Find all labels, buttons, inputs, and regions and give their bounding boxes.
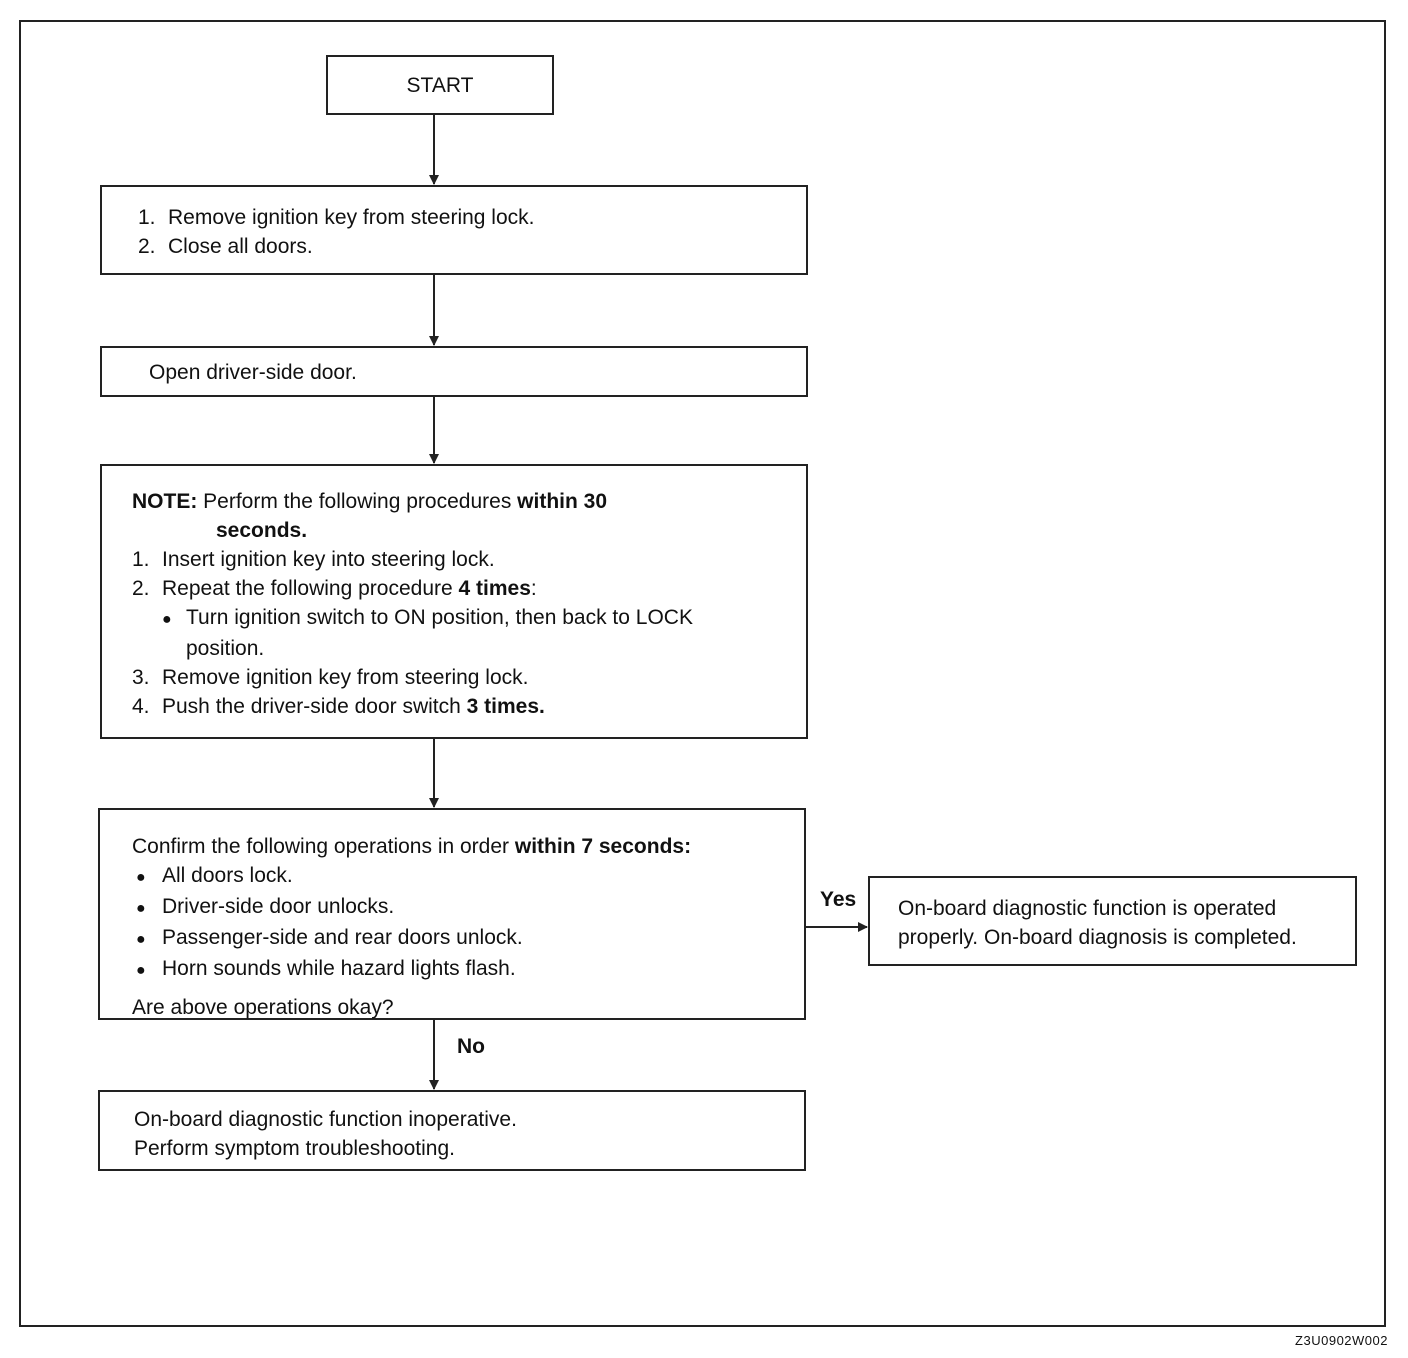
yes-result-line-1: On-board diagnostic function is operated: [898, 897, 1277, 920]
step1-item-2: 2.Close all doors.: [138, 235, 313, 258]
step4-bullet-2: ●Driver-side door unlocks.: [132, 892, 804, 923]
diagram-frame: [19, 20, 1386, 1327]
no-result-box: On-board diagnostic function inoperative…: [98, 1090, 806, 1171]
step3-bullet: ●Turn ignition switch to ON position, th…: [132, 603, 806, 634]
step1-item-1: 1.Remove ignition key from steering lock…: [138, 206, 535, 229]
figure-code: Z3U0902W002: [1295, 1333, 1388, 1348]
step4-box: Confirm the following operations in orde…: [98, 808, 806, 1020]
bullet-icon: ●: [136, 869, 146, 886]
step2-text: Open driver-side door.: [149, 361, 357, 384]
step2-box: Open driver-side door.: [100, 346, 808, 397]
step3-item-4: 4.Push the driver-side door switch 3 tim…: [132, 695, 545, 718]
no-result-line-2: Perform symptom troubleshooting.: [134, 1137, 455, 1160]
no-label: No: [457, 1035, 485, 1058]
step3-bullet-cont: position.: [186, 637, 265, 660]
step4-bullet-4: ●Horn sounds while hazard lights flash.: [132, 954, 804, 985]
bullet-icon: ●: [136, 900, 146, 917]
yes-result-line-2: properly. On-board diagnosis is complete…: [898, 926, 1297, 949]
step4-lead: Confirm the following operations in orde…: [132, 835, 692, 858]
bullet-icon: ●: [162, 611, 172, 628]
bullet-icon: ●: [136, 962, 146, 979]
yes-result-box: On-board diagnostic function is operated…: [868, 876, 1357, 966]
step3-box: NOTE: Perform the following procedures w…: [100, 464, 808, 739]
note-line-2: seconds.: [216, 519, 308, 542]
no-result-line-1: On-board diagnostic function inoperative…: [134, 1108, 517, 1131]
yes-label: Yes: [820, 888, 857, 911]
step4-bullet-1: ●All doors lock.: [132, 861, 804, 892]
start-box: START: [326, 55, 554, 115]
step3-item-2: 2.Repeat the following procedure 4 times…: [132, 577, 537, 600]
step1-box: 1.Remove ignition key from steering lock…: [100, 185, 808, 275]
step3-item-1: 1.Insert ignition key into steering lock…: [132, 548, 495, 571]
bullet-icon: ●: [136, 931, 146, 948]
step4-question: Are above operations okay?: [132, 996, 394, 1019]
step3-item-3: 3.Remove ignition key from steering lock…: [132, 666, 529, 689]
note-line: NOTE: Perform the following procedures w…: [132, 490, 608, 513]
step4-bullet-3: ●Passenger-side and rear doors unlock.: [132, 923, 804, 954]
start-label: START: [406, 73, 474, 97]
